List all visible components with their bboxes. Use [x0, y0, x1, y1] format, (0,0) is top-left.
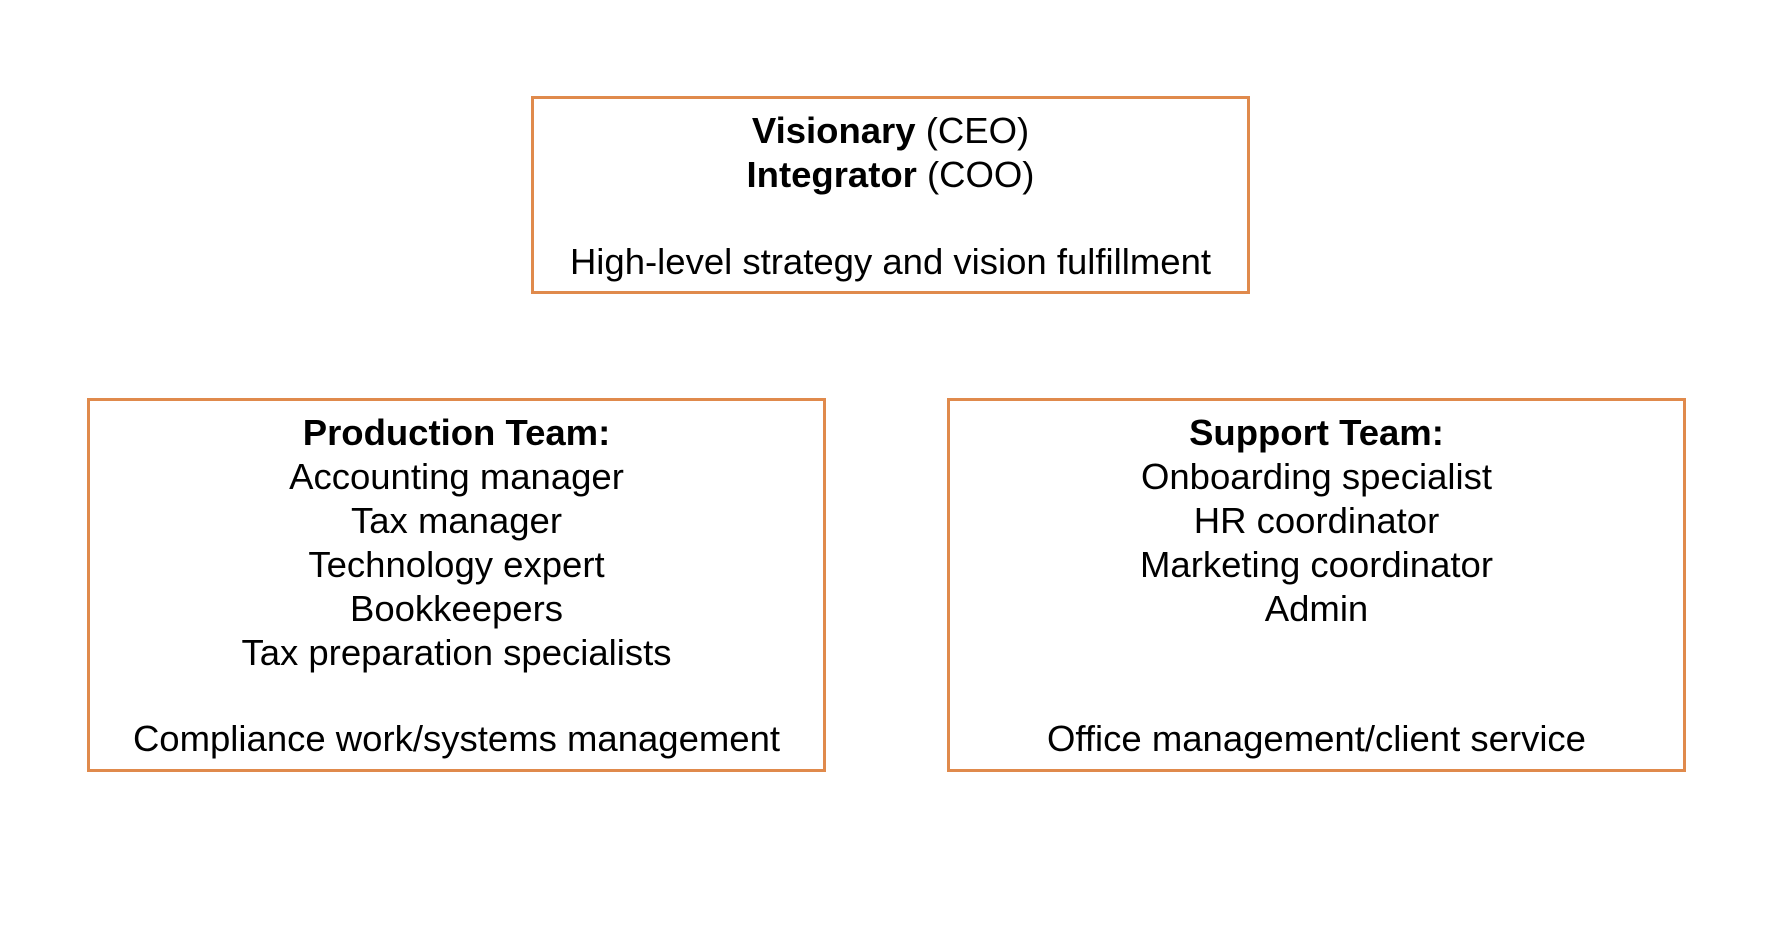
visionary-role: (CEO) [915, 110, 1030, 151]
production-role-item: Technology expert [308, 544, 605, 585]
production-role-item: Tax preparation specialists [241, 632, 672, 673]
leadership-description: High-level strategy and vision fulfillme… [569, 241, 1212, 282]
production-team-heading: Production Team: [302, 412, 611, 453]
leadership-box: Visionary (CEO) Integrator (COO) High-le… [531, 96, 1250, 294]
production-team-box: Production Team: Accounting manager Tax … [87, 398, 826, 772]
production-role-item: Tax manager [351, 500, 562, 541]
integrator-role: (COO) [916, 154, 1035, 195]
visionary-title: Visionary [751, 110, 916, 151]
visionary-line: Visionary (CEO) [534, 109, 1247, 153]
support-role-item: Admin [1264, 588, 1369, 629]
support-role-item: Onboarding specialist [1140, 456, 1492, 497]
integrator-line: Integrator (COO) [534, 153, 1247, 197]
support-team-heading: Support Team: [1189, 412, 1444, 453]
support-team-description: Office management/client service [1047, 718, 1586, 759]
support-role-item: Marketing coordinator [1139, 544, 1493, 585]
production-role-item: Bookkeepers [349, 588, 564, 629]
production-team-description: Compliance work/systems management [132, 718, 781, 759]
production-role-item: Accounting manager [289, 456, 624, 497]
support-team-box: Support Team: Onboarding specialist HR c… [947, 398, 1686, 772]
integrator-title: Integrator [746, 154, 917, 195]
support-role-item: HR coordinator [1193, 500, 1440, 541]
